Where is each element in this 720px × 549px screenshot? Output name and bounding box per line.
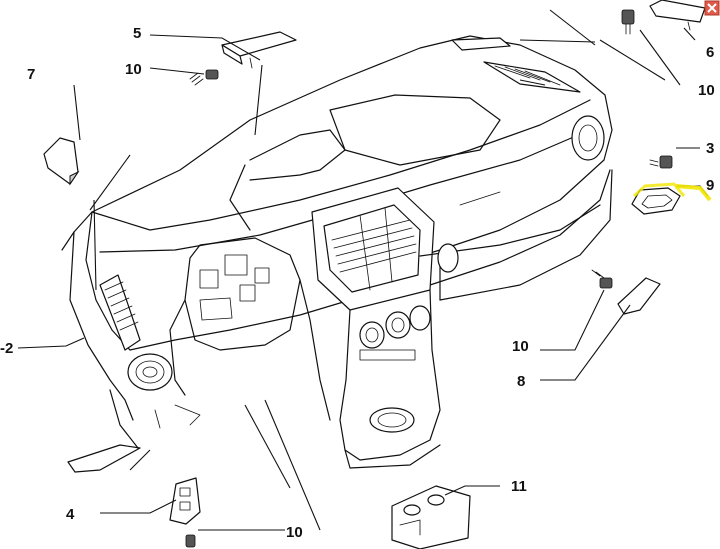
callout-5: 5: [133, 25, 141, 42]
dashboard-assembly: [61, 35, 613, 473]
close-button[interactable]: [704, 0, 720, 16]
highlight-9: [675, 184, 712, 202]
leader-lines: [17, 9, 709, 531]
callout-9: 9: [706, 177, 714, 194]
part-10-screw-top-right: [621, 9, 635, 35]
part-4-bracket: [169, 477, 201, 525]
callout-8: 8: [517, 373, 525, 390]
callout-10-top-left: 10: [125, 61, 142, 78]
callout-4: 4: [66, 506, 75, 523]
callout-2: -2: [0, 340, 13, 357]
part-3-screw: [649, 155, 673, 169]
callout-labels: 5 10 7 -2 4 10 11 8 10 9 3 10 6: [0, 25, 715, 541]
callout-10-bottom: 10: [286, 524, 303, 541]
highlight-9-ring: [632, 182, 686, 198]
part-6-cover: [649, 0, 706, 31]
part-10-screw-top: [189, 69, 219, 86]
part-9-clip: [631, 187, 681, 215]
part-8-side-cap: [617, 277, 661, 315]
close-icon: [707, 3, 717, 13]
callout-10-right: 10: [512, 338, 529, 355]
callout-7: 7: [27, 66, 35, 83]
part-10-screw-bottom: [185, 534, 196, 548]
part-11-support-block: [391, 485, 471, 549]
part-7-trim-cap: [43, 137, 80, 186]
callout-11: 11: [511, 478, 527, 495]
callout-6: 6: [706, 44, 714, 61]
part-10-screw-right: [591, 269, 613, 289]
callout-10-top-right: 10: [698, 82, 715, 99]
part-5-cover: [221, 31, 297, 69]
callout-3: 3: [706, 140, 714, 157]
